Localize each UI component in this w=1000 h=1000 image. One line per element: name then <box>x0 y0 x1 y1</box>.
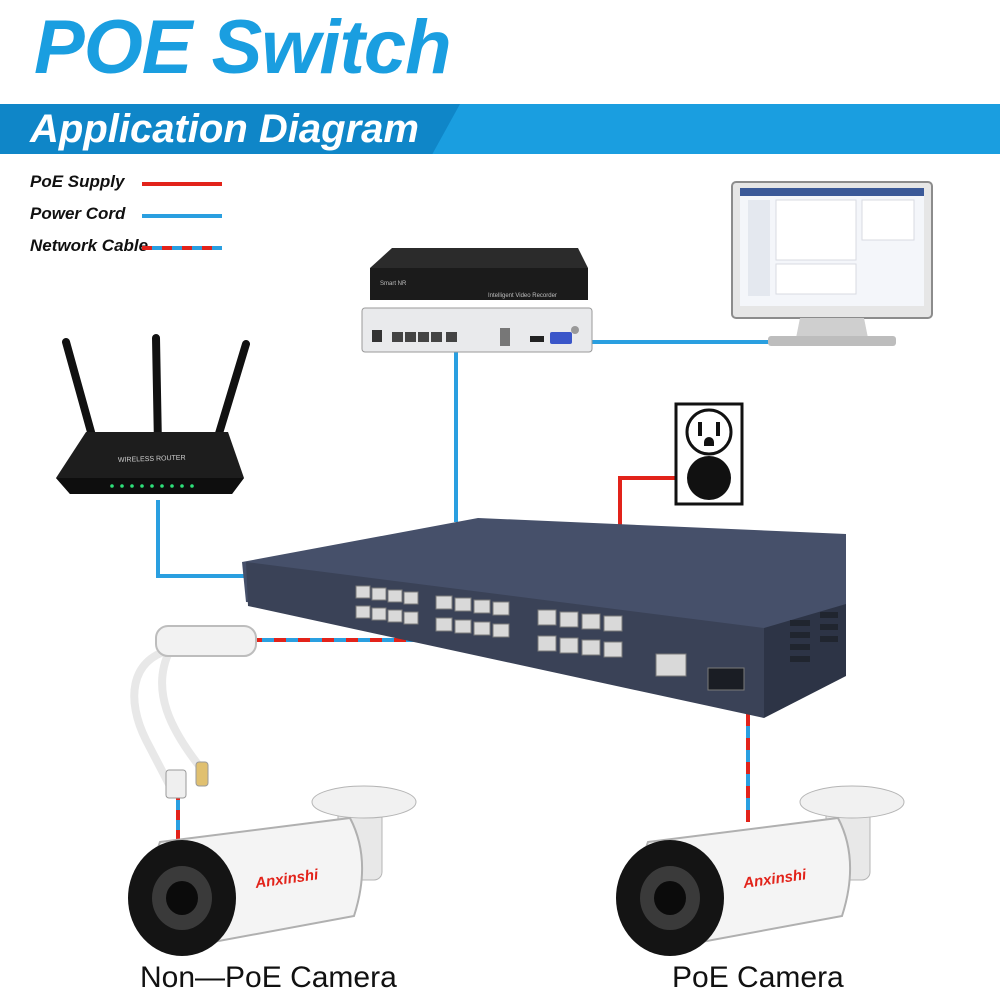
nvr-top-label: Smart NR <box>380 281 407 287</box>
camera-lens-center <box>166 881 198 915</box>
nvr-hdmi-port <box>530 336 544 342</box>
router-label: WIRELESS ROUTER <box>118 455 186 464</box>
legend: PoE Supply Power Cord Network Cable <box>30 170 230 266</box>
monitor-stand-base <box>768 336 896 346</box>
monitor-device <box>731 181 933 346</box>
nvr-usb-port <box>500 328 510 346</box>
outlet-ground <box>704 437 714 446</box>
legend-item-power-cord: Power Cord <box>30 202 230 234</box>
nvr-lan-ports <box>392 332 457 342</box>
nvr-label: Intelligent Video Recorder <box>488 293 557 299</box>
camera-non-poe: Anxinshi <box>128 785 417 956</box>
switch-vents <box>790 612 838 662</box>
camera-mount-base <box>799 785 905 819</box>
router-leds <box>110 484 194 488</box>
legend-item-network-cable: Network Cable <box>30 234 230 266</box>
camera-poe: Anxinshi <box>616 785 905 956</box>
router-front <box>56 478 244 494</box>
legend-label: PoE Supply <box>30 172 125 191</box>
screen-panel-2 <box>775 263 857 295</box>
legend-item-poe-supply: PoE Supply <box>30 170 230 202</box>
page-title: POE Switch <box>34 5 452 90</box>
outlet-plug <box>687 456 731 500</box>
outlet-slot <box>716 422 720 436</box>
nvr-screw <box>571 326 579 334</box>
cable-router-switch <box>156 500 250 578</box>
nvr-rear-panel <box>361 307 593 353</box>
splitter-cable <box>158 648 208 775</box>
camera-lens-center <box>654 881 686 915</box>
nvr-front-face <box>370 268 588 300</box>
page-subtitle: Application Diagram <box>30 107 419 151</box>
screen-panel-3 <box>861 199 915 241</box>
switch-sfp-port <box>707 667 745 691</box>
camera-mount-base <box>311 785 417 819</box>
switch-ports-block-2 <box>435 595 510 638</box>
outlet-socket <box>685 408 733 456</box>
legend-swatch-dashed <box>142 246 222 250</box>
splitter-rj45 <box>165 769 187 799</box>
outlet-slot <box>698 422 702 436</box>
cables <box>156 318 812 842</box>
legend-label: Network Cable <box>30 236 149 255</box>
screen-panel <box>775 199 857 261</box>
nvr-vga-port <box>550 332 572 344</box>
screen-sidebar <box>748 200 770 296</box>
legend-swatch-red <box>142 182 222 186</box>
splitter-dc-plug <box>195 761 209 787</box>
camera-label-non-poe: Non—PoE Camera <box>140 961 397 994</box>
splitter-cable <box>130 646 176 792</box>
switch-ports-block-3 <box>537 609 623 658</box>
wall-outlet <box>674 402 744 506</box>
router-antenna <box>152 334 162 450</box>
poe-switch <box>242 518 846 718</box>
legend-label: Power Cord <box>30 204 126 223</box>
subtitle-banner: Application Diagram <box>0 104 1000 154</box>
cable-outlet-switch <box>618 476 676 528</box>
switch-front <box>246 562 764 718</box>
subtitle-banner-accent <box>0 104 460 154</box>
switch-uplink-port <box>655 653 687 677</box>
router-device: WIRELESS ROUTER <box>56 334 250 494</box>
camera-label-poe: PoE Camera <box>672 961 844 994</box>
monitor-stand-neck <box>796 318 868 338</box>
nvr-power-port <box>372 330 382 342</box>
switch-ports-block-1 <box>355 585 419 625</box>
legend-swatch-blue <box>142 214 222 218</box>
poe-splitter <box>130 625 257 799</box>
splitter-body <box>155 625 257 657</box>
screen-header-bar <box>740 188 924 196</box>
nvr-device: Smart NR Intelligent Video Recorder <box>361 248 593 353</box>
